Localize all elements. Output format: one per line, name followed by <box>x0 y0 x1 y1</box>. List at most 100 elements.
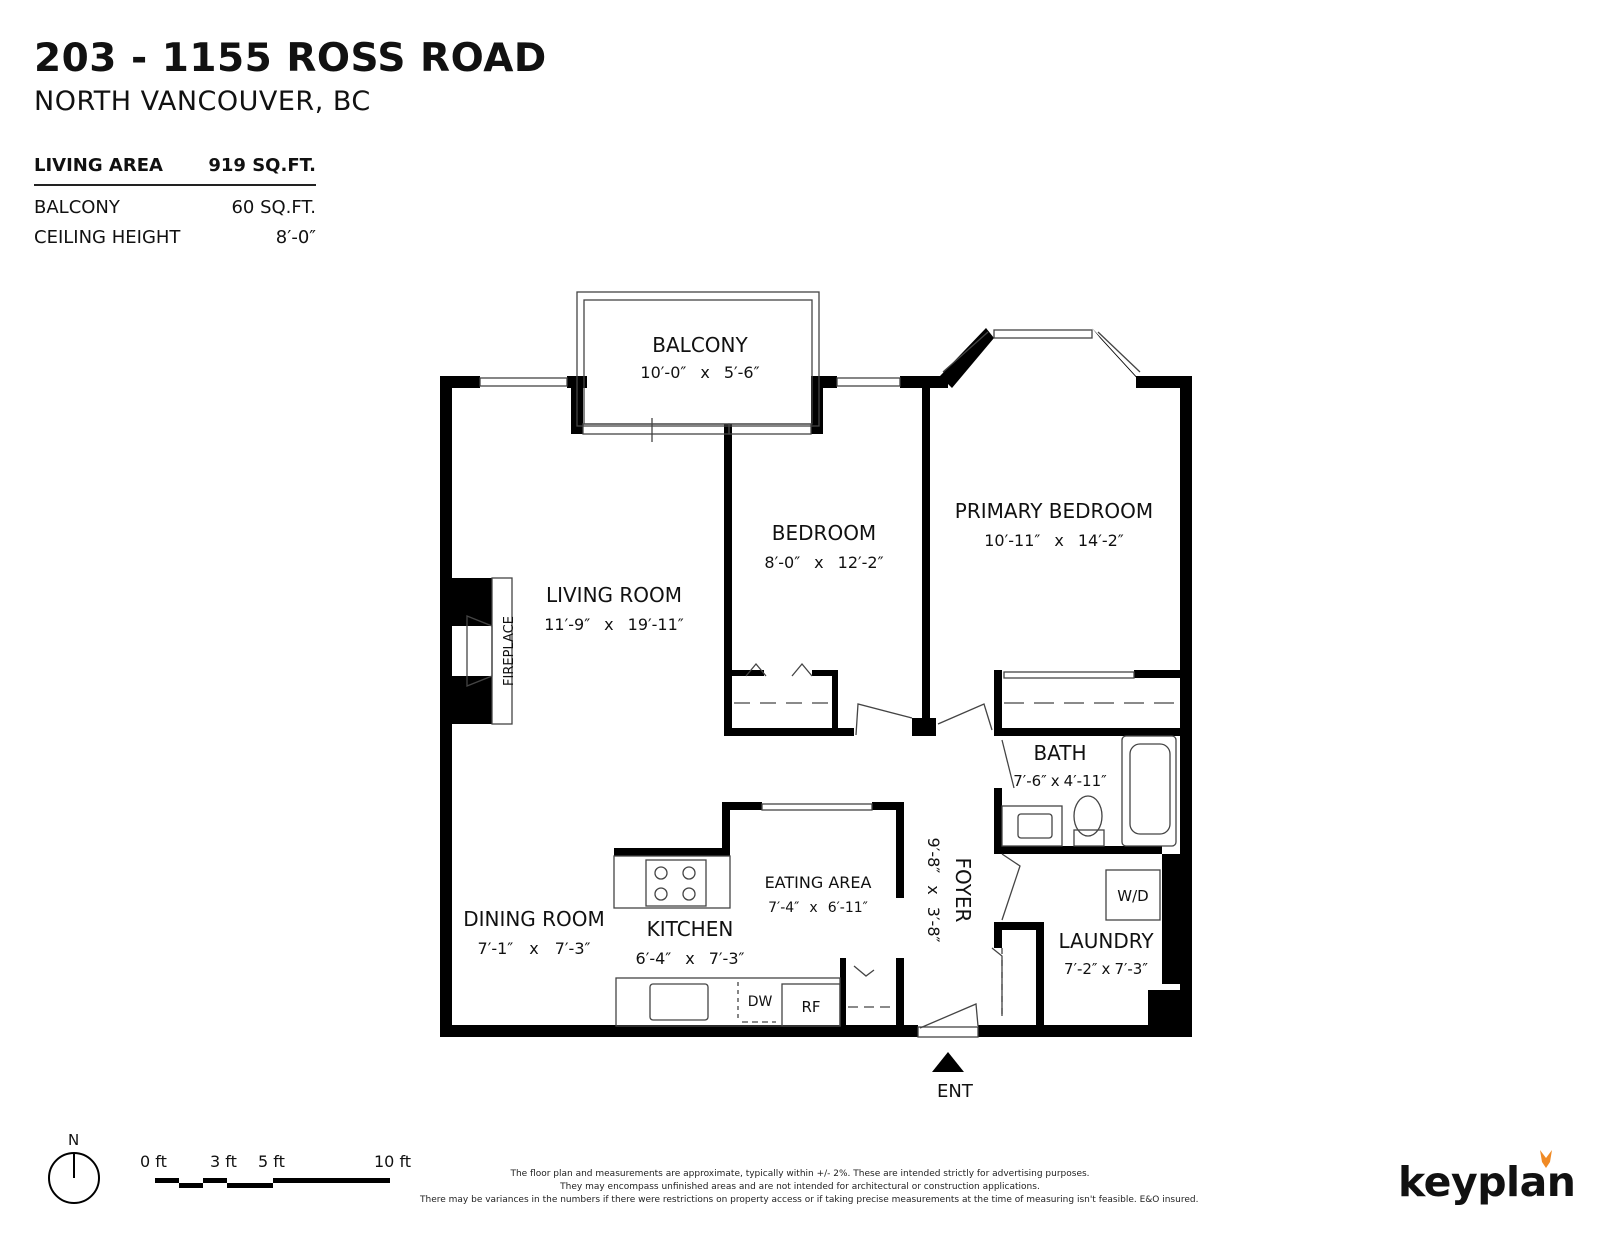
sink <box>1017 813 1053 839</box>
room-name-living-room: LIVING ROOM <box>546 583 682 607</box>
room-name-bedroom: BEDROOM <box>772 521 876 545</box>
window-eating <box>761 803 873 811</box>
stat-label: LIVING AREA <box>34 154 163 176</box>
disclaimer-line: There may be variances in the numbers if… <box>420 1195 1199 1205</box>
fireplace-label-group: FIREPLACE <box>502 616 517 686</box>
room-name-eating-area: EATING AREA <box>765 873 872 892</box>
stat-row-living-area: LIVING AREA 919 SQ.FT. <box>34 146 316 186</box>
wall-east <box>1180 376 1192 1037</box>
door-swing-closet <box>991 947 1003 1016</box>
entrance-arrow-icon <box>932 1052 964 1072</box>
room-name-kitchen: KITCHEN <box>647 917 734 941</box>
toilet-bowl <box>1073 795 1103 837</box>
room-name-laundry: LAUNDRY <box>1058 929 1154 953</box>
north-label: N <box>68 1131 80 1149</box>
window-bedroom <box>836 377 901 387</box>
scale-label-0: 0 ft <box>140 1152 167 1171</box>
wall-bath-north <box>994 728 1180 736</box>
toilet-tank <box>1073 829 1105 847</box>
scale-label-5: 5 ft <box>258 1152 285 1171</box>
windows-and-fixtures <box>466 291 1177 1038</box>
scale-label-10: 10 ft <box>374 1152 412 1171</box>
scale-label-3: 3 ft <box>210 1152 237 1171</box>
wall-bay-left <box>940 328 994 388</box>
stat-row-balcony: BALCONY 60 SQ.FT. <box>34 192 316 222</box>
wall-foyer-west <box>896 802 904 898</box>
fixture-label-fridge: RF <box>801 998 820 1016</box>
wall-bath-south <box>994 846 1162 854</box>
wall-bath-west <box>994 788 1002 850</box>
burner <box>654 866 668 880</box>
disclaimer-line: They may encompass unfinished areas and … <box>560 1182 1040 1192</box>
stat-value: 60 SQ.FT. <box>231 196 316 218</box>
brand-flame-icon <box>1540 1150 1552 1168</box>
door-swing-laundry <box>1001 853 1021 921</box>
stat-label: CEILING HEIGHT <box>34 226 181 248</box>
stat-value: 8′-0″ <box>275 226 316 248</box>
wall-west <box>440 376 452 1037</box>
door-swing-entry <box>919 1003 979 1029</box>
closet-wall-a <box>724 670 764 676</box>
cooktop <box>645 859 707 907</box>
room-name-bath: BATH <box>1033 741 1086 765</box>
burner <box>682 866 696 880</box>
closet-wall-c <box>832 670 838 734</box>
balcony-inner <box>583 299 813 425</box>
north-arrow-icon <box>48 1152 100 1204</box>
wall-laundry-stub <box>994 922 1002 948</box>
window-bay-left <box>942 331 989 373</box>
room-dims-foyer: 9′-8″x3′-8″ <box>924 838 943 943</box>
door-swing-bedroom <box>855 703 913 736</box>
wall-bay-right <box>1092 328 1144 386</box>
room-name-dining-room: DINING ROOM <box>463 907 605 931</box>
burner <box>682 887 696 901</box>
door-swing-pantry <box>853 965 875 977</box>
bathtub-basin <box>1129 743 1171 835</box>
wall-bath-stub <box>994 670 1002 734</box>
stat-label: BALCONY <box>34 196 120 218</box>
property-address: 203 - 1155 ROSS ROAD <box>34 36 547 81</box>
window-bay-right <box>1097 331 1141 373</box>
disclaimer-line: The floor plan and measurements are appr… <box>510 1169 1090 1179</box>
washer-dryer <box>1105 869 1161 921</box>
fireplace-firebox <box>466 615 493 687</box>
fixture-label-dishwasher: DW <box>748 994 773 1010</box>
area-stats-table: LIVING AREA 919 SQ.FT. BALCONY 60 SQ.FT.… <box>34 146 316 252</box>
room-name-foyer: FOYER <box>951 858 975 923</box>
bathtub <box>1121 735 1177 847</box>
room-name-balcony: BALCONY <box>652 333 748 357</box>
disclaimer: The floor plan and measurements are appr… <box>420 1168 1199 1207</box>
wall-laundry-top <box>994 922 1042 930</box>
wall-balcony-right <box>811 376 823 434</box>
refrigerator <box>781 983 841 1027</box>
wall-closet-east <box>1134 670 1180 678</box>
property-city: NORTH VANCOUVER, BC <box>34 86 371 117</box>
window-bay-center <box>993 329 1093 339</box>
counter-upper <box>613 855 731 909</box>
kitchen-sink <box>649 983 709 1021</box>
entrance-label: ENT <box>937 1081 973 1102</box>
fixture-label-washer-dryer: W/D <box>1117 887 1148 905</box>
closet-slider-primary <box>1003 671 1135 679</box>
stat-row-ceiling-height: CEILING HEIGHT 8′-0″ <box>34 222 316 252</box>
door-swing-bath <box>1001 739 1015 789</box>
fireplace-block-bottom <box>452 676 492 724</box>
wall-kitchen-north-a <box>722 802 762 810</box>
wall-laundry-east <box>1162 854 1180 984</box>
closet-door-b <box>791 662 813 677</box>
balcony-outline <box>576 291 820 427</box>
wall-laundry-corner <box>1148 990 1180 1028</box>
closet-door-a <box>745 662 767 677</box>
sliding-door-right <box>728 423 812 435</box>
walls <box>440 328 1192 1037</box>
closet-wall-b <box>812 670 838 676</box>
fireplace-block-top <box>452 578 492 626</box>
room-name-primary-bedroom: PRIMARY BEDROOM <box>955 499 1153 523</box>
